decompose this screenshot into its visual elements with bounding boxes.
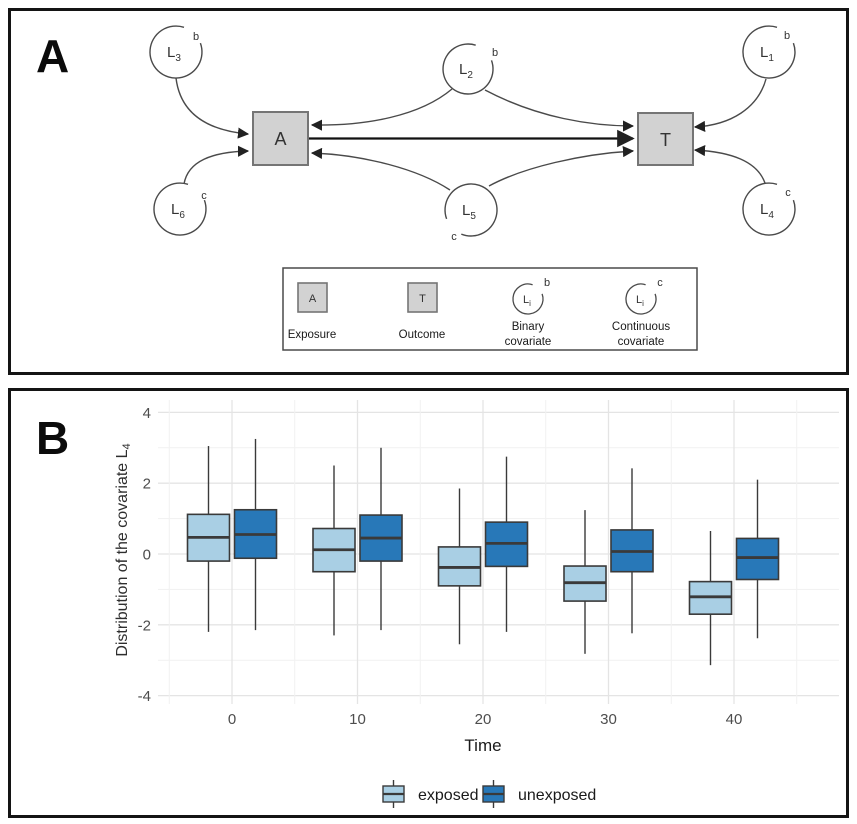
dag-figure: A L3 L2 L1 L6 L5 L4 b	[36, 25, 796, 351]
node-L1-label: L1	[760, 44, 774, 64]
legend-binary-circle	[512, 283, 544, 315]
panel-a: A L3 L2 L1 L6 L5 L4 b	[8, 8, 849, 375]
node-L6-circle	[153, 182, 207, 236]
node-L5-circle	[444, 183, 498, 237]
y-tick-label: 0	[143, 547, 151, 564]
legend-binary-label-line2: covariate	[505, 336, 552, 348]
edge-L2-to-A	[310, 88, 453, 131]
legend-binary-symbol: Li	[523, 294, 531, 308]
legend-outcome-letter: T	[419, 293, 426, 305]
node-L6-type: c	[201, 190, 207, 202]
node-L2-label: L2	[459, 61, 473, 81]
edge-L5-to-T	[488, 146, 635, 187]
edge-L2-to-T	[484, 89, 635, 132]
y-tick-label: 2	[143, 476, 151, 493]
edge-L3-to-A	[175, 77, 250, 139]
edge-L4-to-T	[693, 144, 766, 184]
node-L5-type: c	[451, 231, 457, 243]
panel-b-letter: B	[36, 412, 69, 464]
y-tick-label: -4	[138, 688, 151, 705]
node-L4-label: L4	[760, 201, 774, 221]
node-L3-label: L3	[167, 44, 181, 64]
node-L1-type: b	[784, 30, 790, 42]
edge-L1-to-T	[693, 78, 767, 133]
node-L3-circle	[149, 25, 203, 79]
legend-label-exposed: exposed	[418, 787, 479, 804]
y-tick-label: 4	[143, 405, 151, 422]
legend-continuous-type: c	[657, 277, 663, 289]
legend-outcome-label: Outcome	[399, 329, 446, 341]
edge-L6-to-A	[183, 145, 250, 185]
box-unexposed-t40	[735, 537, 780, 581]
node-L4-type: c	[785, 187, 791, 199]
dag-legend: A Exposure T Outcome Li b Binary covaria…	[282, 267, 698, 351]
panel-a-letter: A	[36, 30, 69, 82]
node-A-square	[252, 111, 309, 166]
x-axis-title: Time	[464, 736, 501, 755]
legend-exposure-label: Exposure	[288, 329, 337, 341]
legend-continuous-circle	[625, 283, 657, 315]
node-L6-label: L6	[171, 201, 185, 221]
legend-binary-type: b	[544, 277, 550, 289]
edge-L5-to-A	[310, 147, 451, 191]
legend-outcome-square	[407, 282, 438, 313]
legend-continuous-symbol: Li	[636, 294, 644, 308]
node-L5-label: L5	[462, 202, 476, 222]
x-tick-label: 10	[349, 711, 366, 728]
x-tick-label: 30	[600, 711, 617, 728]
node-T-square	[637, 112, 694, 166]
dag-nodes-circles	[149, 25, 796, 237]
x-tick-label: 0	[228, 711, 236, 728]
legend-binary-label-line1: Binary	[512, 321, 545, 333]
dag-legend-border	[282, 267, 698, 351]
gridlines	[158, 400, 839, 704]
legend-continuous-label-line1: Continuous	[612, 321, 670, 333]
node-L4-circle	[742, 182, 796, 236]
legend-continuous-label-line2: covariate	[618, 336, 665, 348]
node-T-letter: T	[660, 130, 671, 150]
node-L2-type: b	[492, 47, 498, 59]
boxplot-boxes	[186, 438, 780, 666]
legend-exposure-letter: A	[309, 293, 317, 305]
chart-legend: exposed unexposed	[382, 780, 596, 808]
y-axis-title: Distribution of the covariate L4	[114, 443, 133, 656]
node-L1-circle	[742, 25, 796, 79]
x-tick-label: 20	[475, 711, 492, 728]
x-tick-label: 40	[726, 711, 743, 728]
y-tick-label: -2	[138, 617, 151, 634]
legend-exposure-square	[297, 282, 328, 313]
node-L3-type: b	[193, 31, 199, 43]
node-L2-circle	[442, 43, 494, 95]
node-A-letter: A	[274, 129, 286, 149]
dag-edges	[175, 77, 767, 191]
legend-label-unexposed: unexposed	[518, 787, 596, 804]
